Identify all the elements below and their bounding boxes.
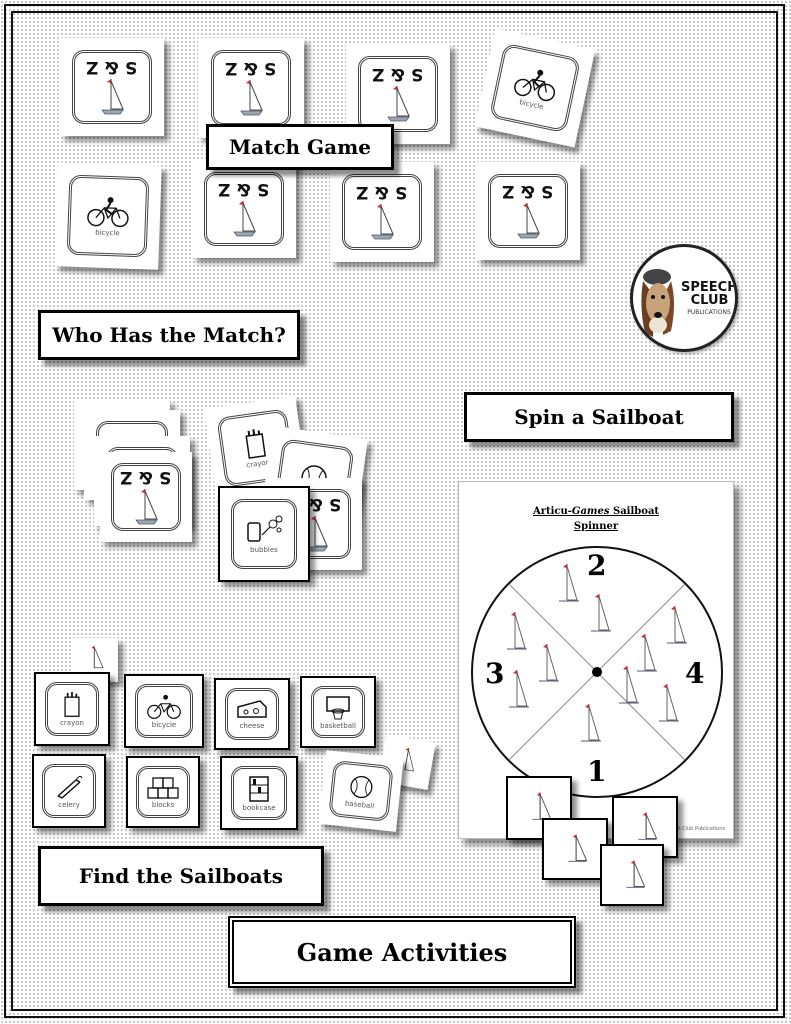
spinner-number-4: 4 bbox=[685, 657, 705, 690]
spinner-title: Articu-Games Sailboat Spinner bbox=[459, 504, 733, 534]
find-card-cheese[interactable]: cheese bbox=[214, 678, 290, 750]
sailboat-icon bbox=[101, 78, 124, 114]
sound-pair-label: S & Z bbox=[120, 466, 172, 487]
spinner-wheel[interactable] bbox=[469, 544, 725, 800]
card-word: blocks bbox=[151, 800, 175, 809]
sailboat-icon bbox=[371, 203, 394, 239]
who-has-card-bubbles[interactable]: bubbles bbox=[218, 486, 310, 582]
bicycle-icon bbox=[514, 69, 556, 101]
page-inner-border bbox=[11, 11, 778, 1011]
spin-a-sailboat-label: Spin a Sailboat bbox=[464, 392, 734, 442]
crayon-box-icon bbox=[245, 428, 266, 459]
sailboat-icon bbox=[638, 812, 658, 840]
crayon-box-icon bbox=[64, 691, 80, 717]
find-card-bicycle[interactable]: bicycle bbox=[124, 674, 204, 748]
who-has-card-sailboat[interactable]: S & Z bbox=[100, 452, 192, 542]
card-word: celery bbox=[58, 800, 80, 809]
spinner-number-1: 1 bbox=[587, 755, 607, 788]
match-card-sailboat[interactable]: S & Z bbox=[192, 160, 296, 258]
spinner-number-2: 2 bbox=[587, 549, 607, 582]
match-card-sailboat[interactable]: S & Z bbox=[476, 162, 580, 260]
card-word: cheese bbox=[239, 721, 265, 730]
card-word: bookcase bbox=[242, 803, 276, 812]
match-card-bicycle[interactable]: bicycle bbox=[54, 162, 162, 270]
sailboat-icon bbox=[404, 747, 415, 772]
sound-pair-label: S & Z bbox=[86, 56, 138, 77]
who-has-card-crayon[interactable]: crayon bbox=[204, 396, 308, 500]
speech-club-logo: SPEECH CLUB PUBLICATIONS bbox=[630, 244, 738, 352]
spinner-sailboat-card[interactable] bbox=[542, 818, 608, 880]
match-game-label: Match Game bbox=[206, 124, 394, 170]
match-card-sailboat[interactable]: S & Z bbox=[60, 38, 164, 136]
bicycle-icon bbox=[87, 196, 129, 227]
card-word: bicycle bbox=[151, 720, 177, 729]
sailboat-icon bbox=[233, 200, 256, 236]
spinner-title-suffix: Sailboat bbox=[609, 506, 660, 517]
sailboat-icon bbox=[517, 202, 540, 238]
bicycle-icon bbox=[147, 694, 181, 719]
find-card-baseball[interactable]: baseball bbox=[318, 750, 404, 832]
sound-pair-label: S & Z bbox=[372, 63, 424, 84]
card-word: bicycle bbox=[95, 228, 120, 237]
spinner-title-line2: Spinner bbox=[573, 521, 619, 532]
logo-line-speech: SPEECH bbox=[681, 280, 738, 295]
card-word: crayon bbox=[60, 718, 84, 727]
spinner-footer: Speech Club Publications bbox=[662, 826, 725, 832]
find-card-crayon[interactable]: crayon bbox=[34, 672, 110, 746]
match-card-sailboat[interactable]: S & Z bbox=[198, 38, 304, 138]
sailboat-icon bbox=[91, 645, 104, 669]
basset-hound-icon bbox=[641, 269, 674, 337]
baseball-icon bbox=[350, 775, 373, 798]
sailboat-icon bbox=[387, 85, 410, 121]
logo-line-club: CLUB bbox=[690, 293, 729, 308]
match-card-sailboat[interactable]: S & Z bbox=[330, 162, 434, 262]
card-word: basketball bbox=[320, 721, 356, 730]
sailboat-spinner-sheet[interactable]: Articu-Games Sailboat Spinner 2 3 4 1 Sp… bbox=[458, 481, 734, 839]
spinner-sailboat-card[interactable] bbox=[600, 844, 664, 906]
sound-pair-label: S & Z bbox=[225, 57, 277, 78]
spinner-title-prefix: Articu- bbox=[532, 506, 572, 517]
find-card-blocks[interactable]: blocks bbox=[126, 756, 200, 828]
game-activities-title: Game Activities bbox=[228, 916, 576, 988]
find-card-bookcase[interactable]: bookcase bbox=[220, 756, 298, 830]
sailboat-icon bbox=[568, 834, 588, 862]
logo-line-publications: PUBLICATIONS bbox=[687, 309, 731, 316]
bubbles-icon bbox=[247, 515, 283, 542]
basketball-hoop-icon bbox=[326, 695, 350, 719]
spinner-title-italic: Games bbox=[571, 506, 610, 517]
sailboat-icon bbox=[626, 860, 646, 888]
bookcase-icon bbox=[249, 775, 269, 802]
sailboat-icon bbox=[507, 564, 687, 742]
page-outer-border bbox=[4, 4, 785, 1018]
sailboat-icon bbox=[240, 79, 263, 115]
find-the-sailboats-label: Find the Sailboats bbox=[38, 846, 324, 906]
sound-pair-label: S & Z bbox=[218, 178, 270, 199]
who-has-the-match-label: Who Has the Match? bbox=[38, 310, 300, 360]
spinner-number-3: 3 bbox=[485, 657, 505, 690]
match-card-bicycle[interactable]: bicycle bbox=[474, 28, 596, 148]
sailboat-icon bbox=[135, 488, 158, 524]
find-card-sailboat[interactable] bbox=[378, 734, 436, 790]
celery-icon bbox=[57, 775, 83, 799]
sound-pair-label: S & Z bbox=[502, 180, 554, 201]
card-word: bubbles bbox=[250, 545, 278, 554]
cheese-icon bbox=[237, 699, 267, 718]
blocks-icon bbox=[147, 776, 179, 799]
find-card-celery[interactable]: celery bbox=[32, 754, 106, 828]
sound-pair-label: S & Z bbox=[356, 181, 408, 202]
find-card-basketball[interactable]: basketball bbox=[300, 676, 376, 748]
card-word: baseball bbox=[344, 798, 375, 810]
spinner-sailboat-card[interactable] bbox=[612, 796, 678, 858]
